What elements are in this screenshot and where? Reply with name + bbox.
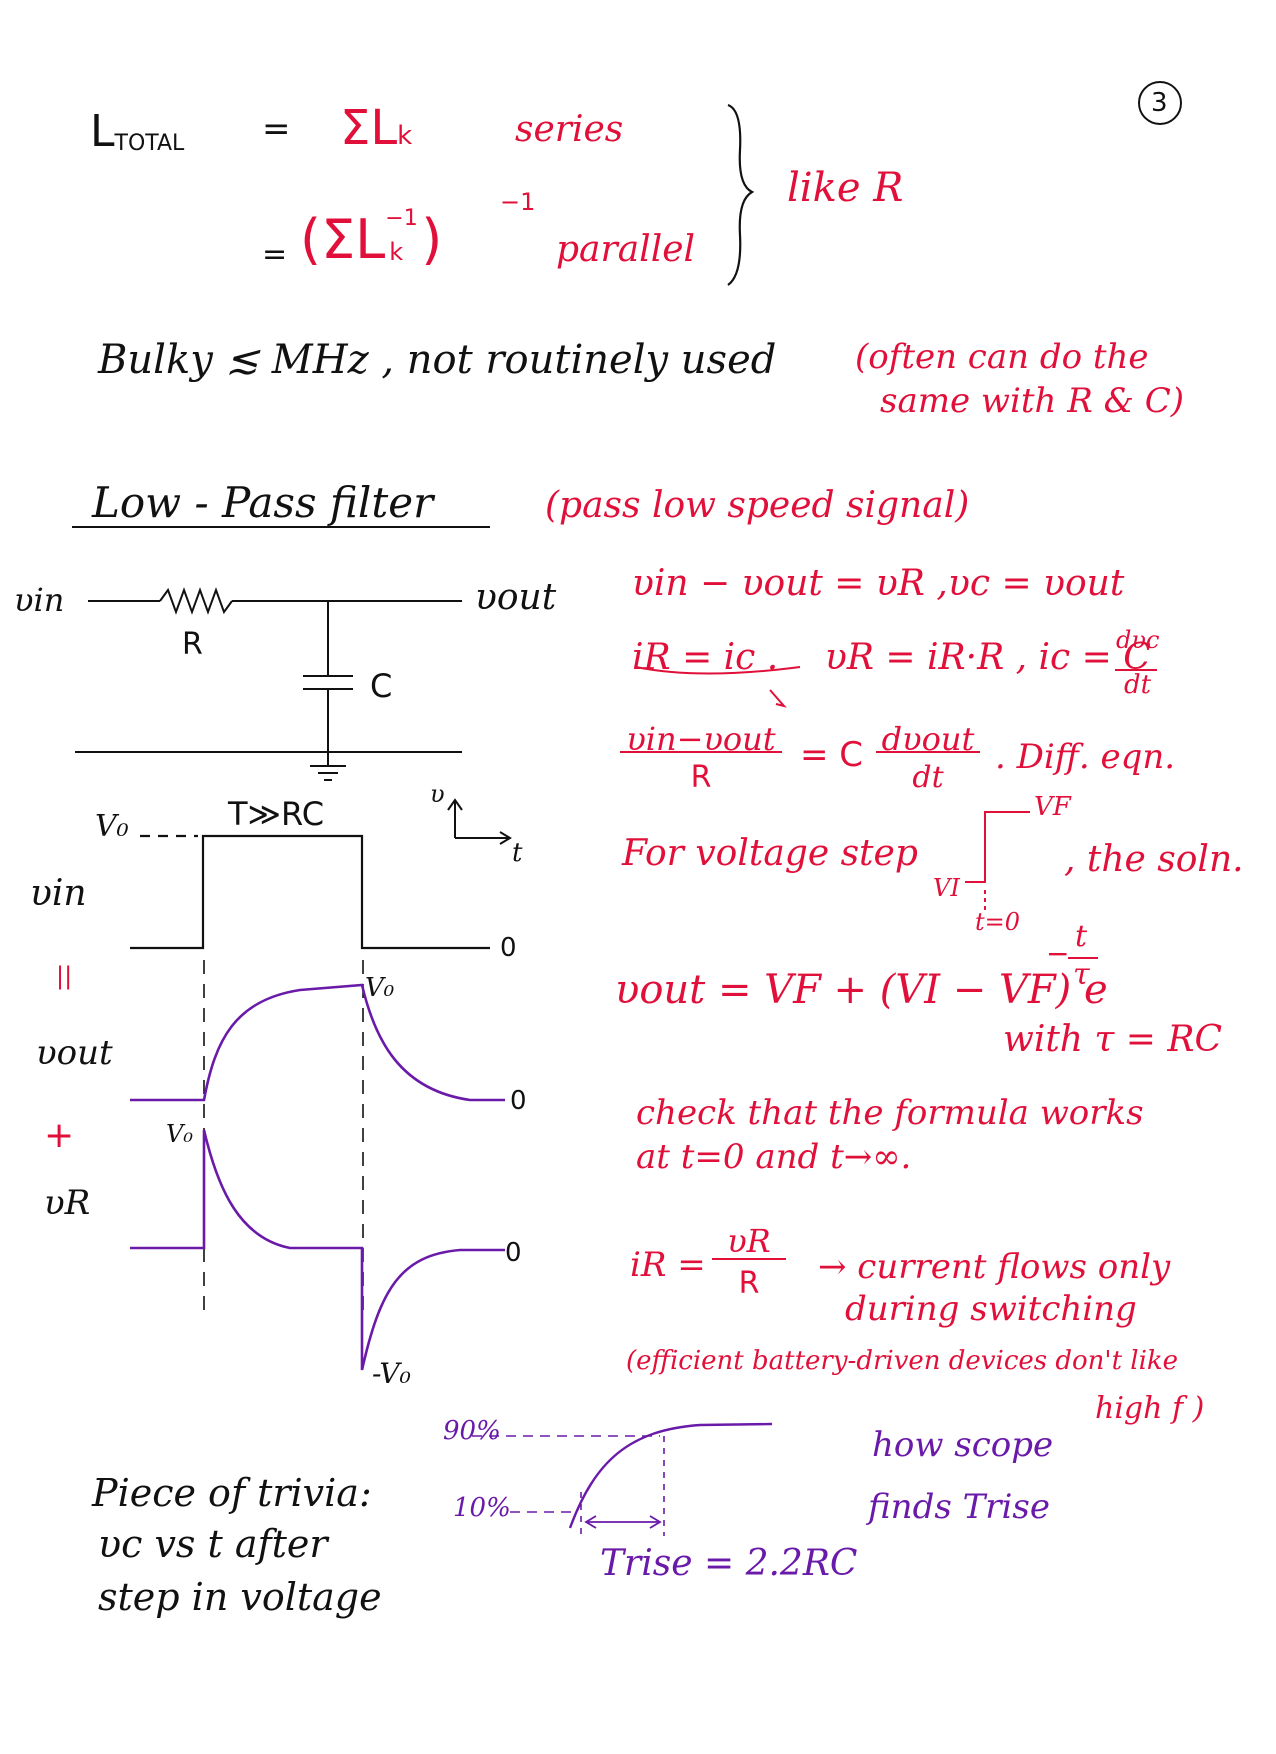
vout-row-label: υout xyxy=(36,1033,113,1073)
like-r-note: like R xyxy=(787,165,904,211)
trivia-line-1: Piece of trivia: xyxy=(92,1471,372,1515)
lowpass-heading: Low - Pass filter xyxy=(92,478,434,527)
voltage-step-text: For voltage step xyxy=(622,833,918,874)
axis-v-label: υ xyxy=(430,780,445,808)
scope-note-line-2: finds Trise xyxy=(868,1487,1050,1527)
diffeq-label: . Diff. eqn. xyxy=(995,737,1176,777)
vr-peak-label: V₀ xyxy=(166,1120,193,1148)
l-total-subscript: TOTAL xyxy=(114,131,185,156)
rise-10-percent: 10% xyxy=(453,1493,511,1523)
vout-solution: υout = VF + (VI − VF) e xyxy=(615,967,1108,1013)
circuit-vout-label: υout xyxy=(475,577,557,618)
bulky-note-line1: (often can do the xyxy=(855,337,1149,377)
series-formula: ΣLk xyxy=(340,104,412,152)
ir-definition: iR = xyxy=(630,1245,706,1285)
current-flows-line-1: → current flows only xyxy=(818,1247,1171,1287)
parallel-open: (ΣL xyxy=(300,208,386,271)
equals-c: = C xyxy=(800,735,864,775)
rise-time-curve xyxy=(472,1422,773,1536)
diffeq-numerator: υin−υout xyxy=(626,720,776,758)
l-total-symbol: LTOTAL xyxy=(90,110,184,155)
ir-denominator: R xyxy=(738,1266,760,1301)
exponent-numerator: t xyxy=(1075,919,1088,954)
vi-label: VI xyxy=(933,874,960,902)
check-line-2: at t=0 and t→∞. xyxy=(636,1137,912,1177)
vr-zero-label: 0 xyxy=(505,1238,522,1268)
vr-row-label: υR xyxy=(44,1183,91,1223)
dt-denominator-1: dt xyxy=(1124,670,1152,700)
equals-2: = xyxy=(262,237,288,272)
scope-note-line-1: how scope xyxy=(872,1425,1054,1465)
tau-definition: with τ = RC xyxy=(1003,1019,1223,1060)
v0-label-top: V₀ xyxy=(95,809,129,844)
rise-90-percent: 90% xyxy=(443,1416,501,1446)
vf-label: VF xyxy=(1034,792,1071,822)
right-brace xyxy=(727,103,755,286)
series-label: series xyxy=(515,109,624,150)
parallel-close: ) xyxy=(421,208,443,271)
vout-waveform xyxy=(130,983,505,1102)
parallel-label: parallel xyxy=(556,229,696,270)
current-flows-line-2: during switching xyxy=(845,1289,1137,1329)
parallel-inner-exponent: −1 xyxy=(385,206,418,231)
trise-formula: Trise = 2.2RC xyxy=(600,1543,858,1584)
check-line-1: check that the formula works xyxy=(636,1093,1144,1133)
series-sum: ΣL xyxy=(340,100,398,156)
equation-fraction-bars xyxy=(620,666,1157,1260)
trivia-line-3: step in voltage xyxy=(98,1575,382,1619)
lowpass-circuit xyxy=(75,587,462,781)
dvc-numerator: dυc xyxy=(1116,626,1160,654)
vin-waveform xyxy=(130,834,490,950)
ir-numerator: υR xyxy=(727,1222,771,1260)
ir-equals-ic: iR = ic . xyxy=(632,637,779,678)
page-number: 3 xyxy=(1151,88,1168,118)
vr-ir-relations: υR = iR·R , ic = C xyxy=(825,637,1151,678)
axis-t-label: t xyxy=(512,838,523,868)
resistor-label: R xyxy=(182,627,203,662)
kvl-equation: υin − υout = υR , xyxy=(632,563,948,604)
parallel-subscript: k xyxy=(389,238,404,266)
exponent-denominator: τ xyxy=(1073,957,1090,992)
vin-zero-label: 0 xyxy=(500,933,517,963)
vin-row-label: υin xyxy=(30,873,87,914)
equals-sign-vertical: || xyxy=(56,962,73,990)
dt-denominator-2: dt xyxy=(912,760,944,795)
parallel-outer-exponent: −1 xyxy=(500,188,536,216)
diffeq-denominator: R xyxy=(690,760,712,795)
vout-zero-label: 0 xyxy=(510,1086,527,1116)
axis-glyph xyxy=(447,798,512,845)
vout-peak-label: V₀ xyxy=(365,973,395,1003)
vr-waveform xyxy=(130,1129,505,1371)
circuit-vin-label: υin xyxy=(14,581,65,619)
bulky-line: Bulky ≲ MHz , not routinely used xyxy=(98,337,777,383)
efficient-line-2: high f ) xyxy=(1095,1391,1205,1426)
lowpass-note: (pass low speed signal) xyxy=(545,485,970,526)
l-total-letter: L xyxy=(90,106,115,157)
dvout-numerator: dυout xyxy=(881,720,975,758)
pulse-width-label: T≫RC xyxy=(228,795,325,833)
capacitor-label: C xyxy=(370,667,393,705)
efficient-line-1: (efficient battery-driven devices don't … xyxy=(626,1346,1179,1376)
t0-label: t=0 xyxy=(975,908,1021,936)
vc-equation: υc = υout xyxy=(948,563,1125,604)
trivia-line-2: υc vs t after xyxy=(98,1522,328,1566)
step-symbol xyxy=(965,811,1030,910)
page-number-circle xyxy=(1138,81,1182,125)
bulky-note-line2: same with R & C) xyxy=(880,381,1184,421)
time-guides xyxy=(203,960,364,1320)
plus-sign: + xyxy=(44,1115,75,1156)
vr-negative-label: -V₀ xyxy=(372,1357,411,1390)
exponent-minus: − xyxy=(1046,937,1070,970)
resistor-symbol xyxy=(159,587,233,615)
series-subscript: k xyxy=(397,121,413,151)
equals-1: = xyxy=(262,109,291,149)
solution-text: , the soln. xyxy=(1064,839,1244,880)
